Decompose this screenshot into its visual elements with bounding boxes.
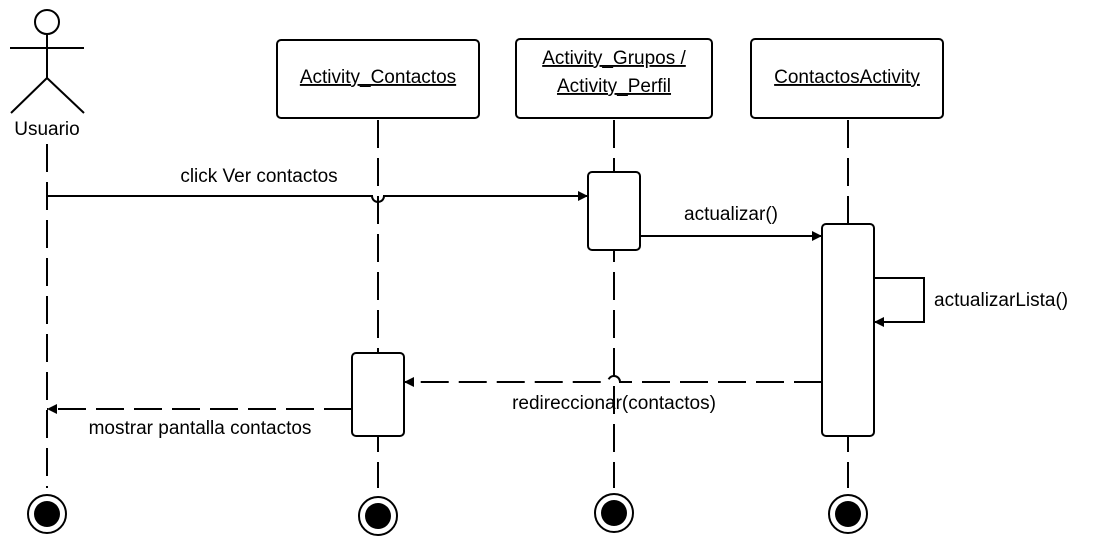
participant-label: ContactosActivity — [774, 67, 920, 88]
end-activity-grupos-perfil — [594, 493, 634, 533]
message-label: click Ver contactos — [180, 166, 337, 187]
end-contactos-activity — [828, 494, 868, 534]
actor-head — [34, 9, 60, 35]
message-click-ver-contactos: click Ver contactos — [47, 166, 588, 203]
activation-contactos-activity — [821, 223, 875, 437]
participant-box — [750, 38, 944, 119]
message-arrow — [874, 277, 925, 327]
participant-box — [515, 38, 713, 119]
activation-activity-contactos — [351, 352, 405, 437]
participant-label-line1: Activity_Grupos / — [542, 48, 686, 69]
actor-left-leg — [10, 77, 48, 114]
message-actualizar-lista: actualizarLista() — [874, 277, 1068, 327]
message-redireccionar: redireccionar(contactos) — [404, 375, 822, 414]
participant-label: Activity_Contactos — [300, 67, 456, 88]
end-usuario — [27, 494, 67, 534]
end-activity-contactos — [358, 496, 398, 536]
end-inner-dot — [365, 503, 391, 529]
actor-usuario: Usuario — [10, 9, 85, 140]
end-inner-dot — [601, 500, 627, 526]
end-inner-dot — [34, 501, 60, 527]
end-inner-dot — [835, 501, 861, 527]
message-arrow — [47, 191, 588, 203]
message-actualizar: actualizar() — [640, 204, 822, 241]
message-label: actualizar() — [684, 204, 778, 225]
activation-grupos-perfil — [587, 171, 641, 251]
participant-box — [276, 39, 480, 119]
message-mostrar-pantalla: mostrar pantalla contactos — [47, 404, 352, 439]
message-label: actualizarLista() — [934, 290, 1068, 311]
message-label: redireccionar(contactos) — [512, 393, 716, 414]
participant-label-line2: Activity_Perfil — [557, 76, 671, 97]
participant-activity-grupos-perfil: Activity_Grupos / Activity_Perfil — [515, 38, 713, 119]
actor-label: Usuario — [14, 119, 79, 140]
message-label: mostrar pantalla contactos — [89, 418, 312, 439]
actor-right-leg — [46, 77, 85, 114]
participant-contactos-activity: ContactosActivity — [750, 38, 944, 119]
participant-activity-contactos: Activity_Contactos — [276, 39, 480, 119]
message-arrow — [404, 375, 822, 387]
